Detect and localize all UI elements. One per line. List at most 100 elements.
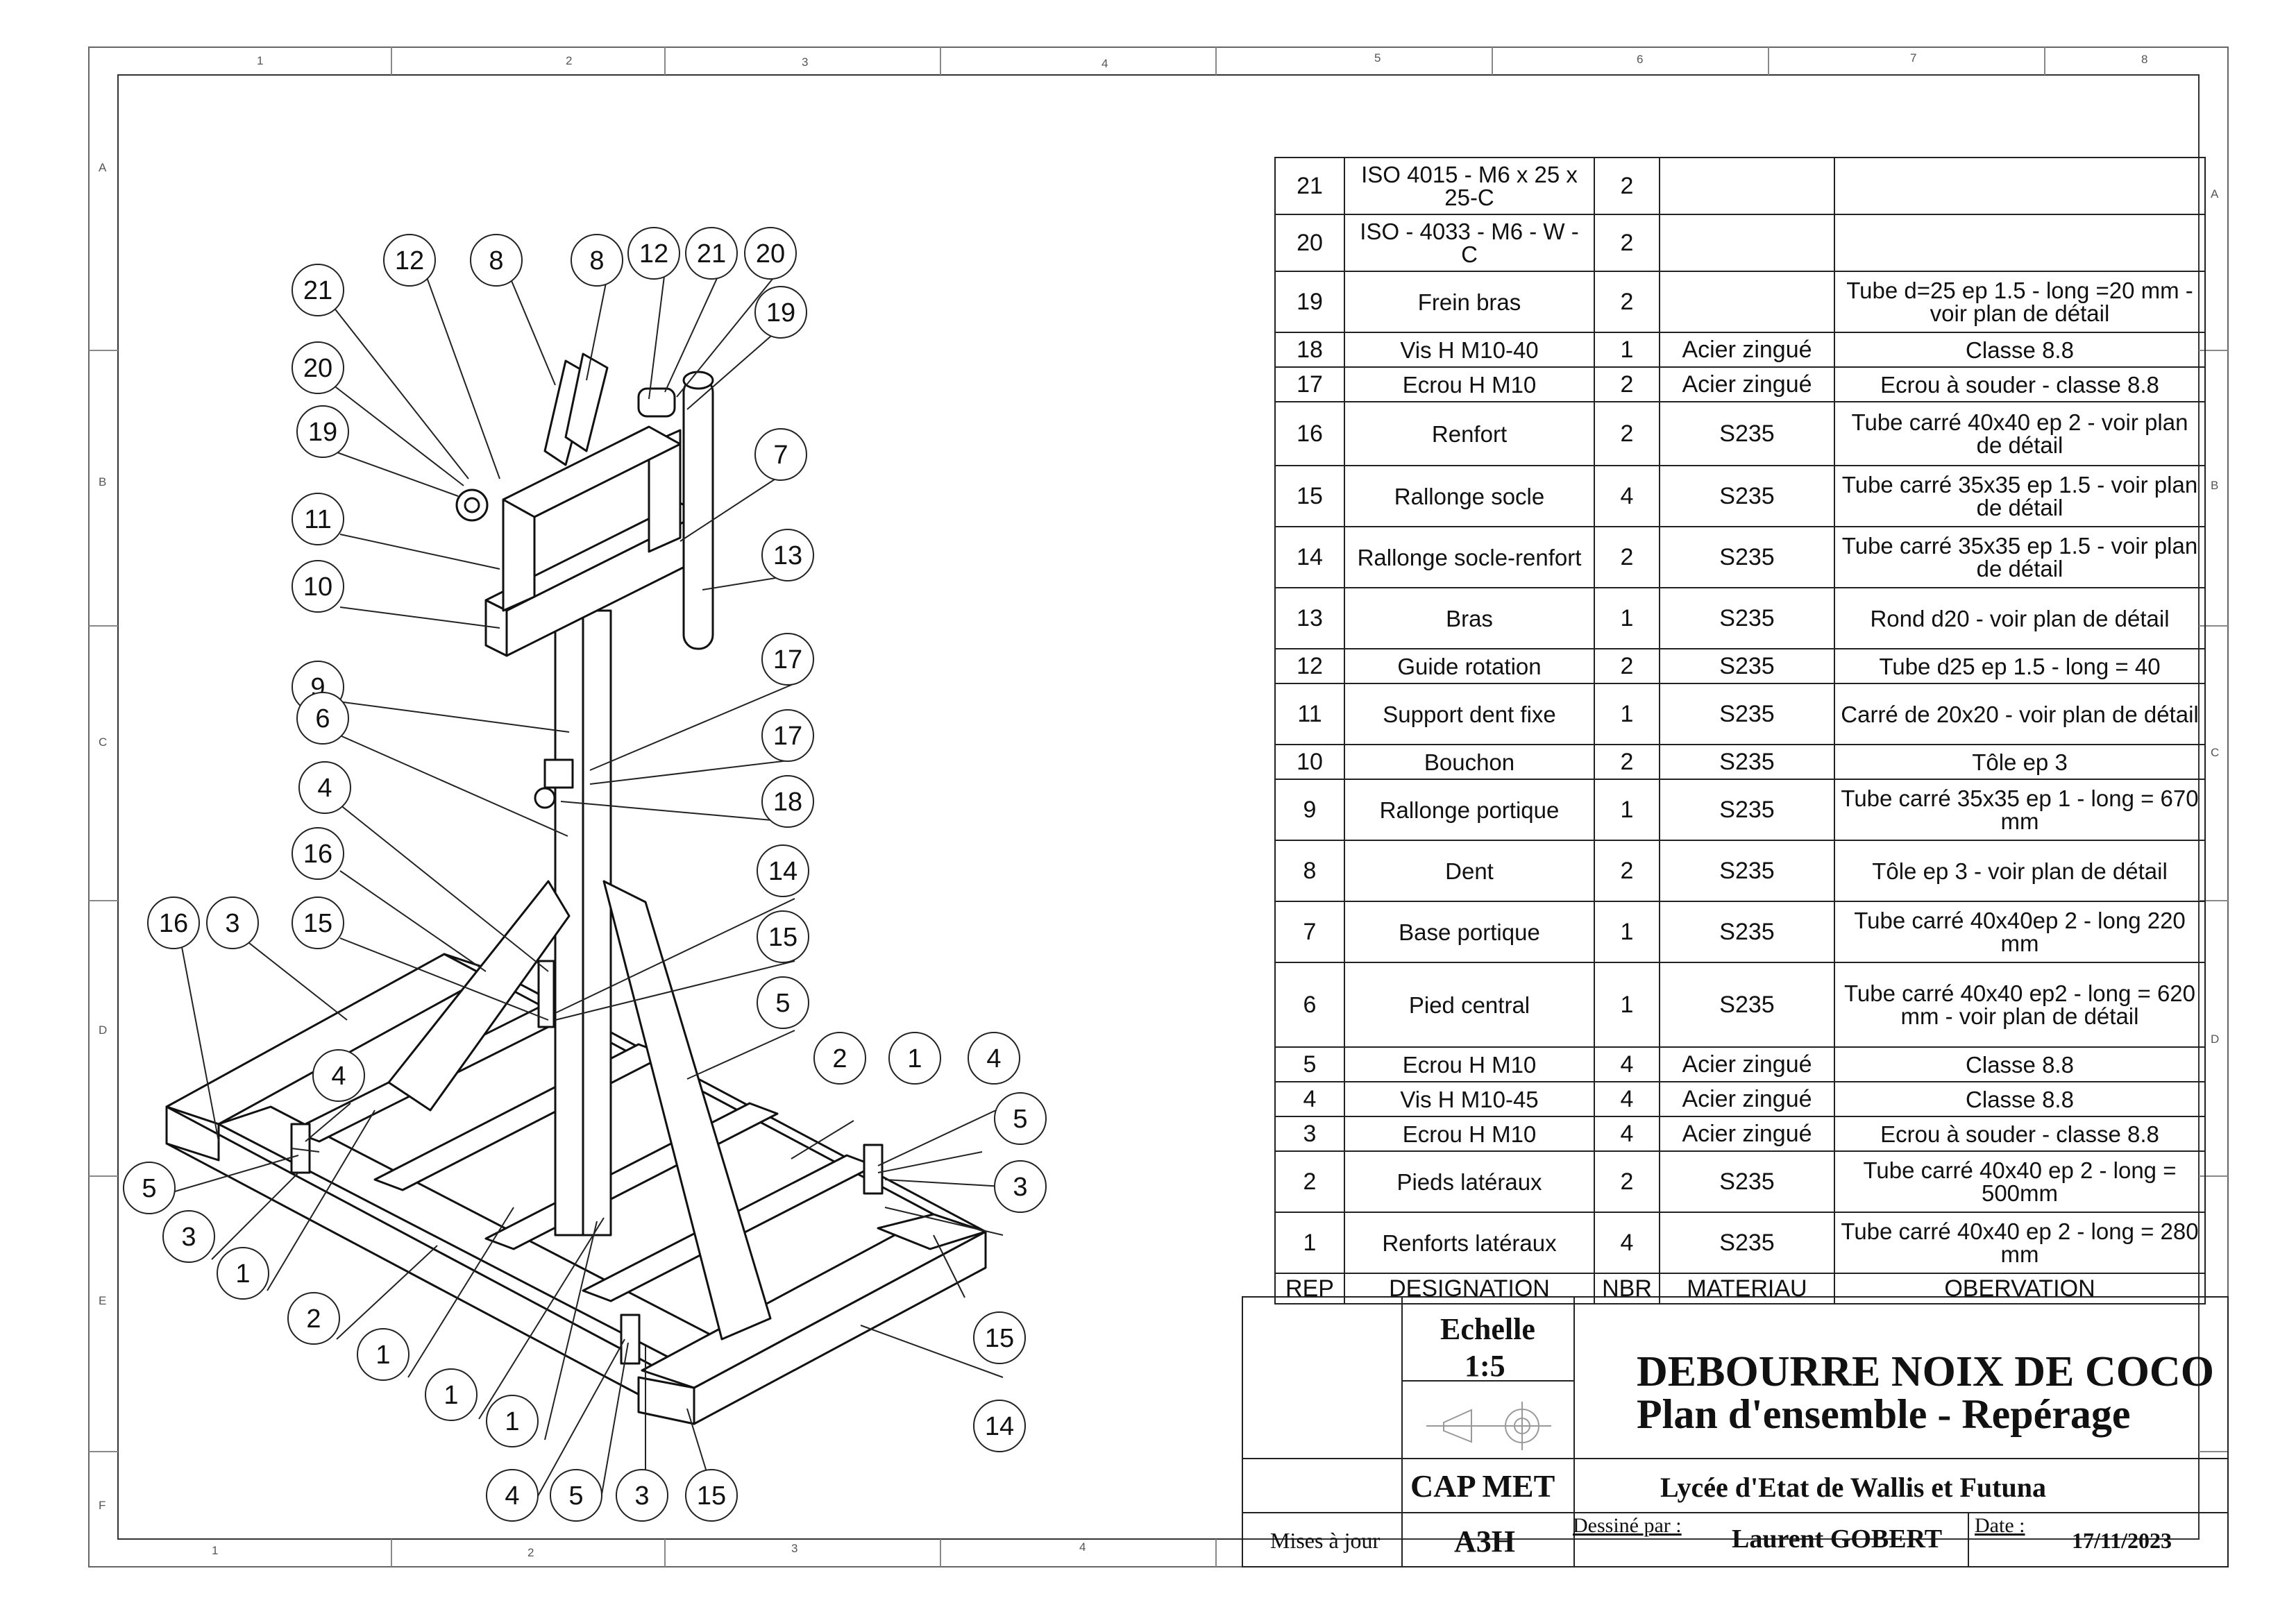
- designation-cell: Vis H M10-40: [1344, 332, 1595, 368]
- quantity-cell: 2: [1594, 214, 1660, 272]
- designation-cell: Support dent fixe: [1344, 683, 1595, 745]
- grid-col-4-bottom: 4: [1079, 1540, 1086, 1554]
- quantity-cell: 1: [1594, 683, 1660, 745]
- rep-cell: 3: [1274, 1116, 1345, 1152]
- observation-cell: Tube carré 40x40 ep 2 - long = 280 mm: [1834, 1212, 2206, 1274]
- bom-header-materiau: MATERIAU: [1659, 1273, 1835, 1305]
- designation-cell: Bouchon: [1344, 744, 1595, 780]
- grid-row-a: A: [99, 161, 107, 174]
- observation-cell: Tube carré 35x35 ep 1.5 - voir plan de d…: [1834, 465, 2206, 527]
- material-cell: S235: [1659, 401, 1835, 466]
- rep-cell: 21: [1274, 157, 1345, 215]
- quantity-cell: 4: [1594, 1116, 1660, 1152]
- material-cell: Acier zingué: [1659, 1081, 1835, 1117]
- designation-cell: Rallonge socle-renfort: [1344, 526, 1595, 588]
- observation-cell: [1834, 157, 2206, 215]
- bolt-right: [863, 1144, 884, 1195]
- designation-cell: Renfort: [1344, 401, 1595, 466]
- material-cell: [1659, 214, 1835, 272]
- designation-cell: Ecrou H M10: [1344, 366, 1595, 402]
- designation-cell: ISO - 4033 - M6 - W - C: [1344, 214, 1595, 272]
- material-cell: Acier zingué: [1659, 332, 1835, 368]
- quantity-cell: 4: [1594, 465, 1660, 527]
- observation-cell: Ecrou à souder - classe 8.8: [1834, 1116, 2206, 1152]
- quantity-cell: 4: [1594, 1212, 1660, 1274]
- quantity-cell: 2: [1594, 401, 1660, 466]
- rep-cell: 18: [1274, 332, 1345, 368]
- observation-cell: Tube carré 40x40 ep 2 - voir plan de dét…: [1834, 401, 2206, 466]
- drawn-by-label: Dessiné par :: [1573, 1514, 1682, 1537]
- grid-col-1: 1: [257, 54, 264, 67]
- grid-row-d-right: D: [2211, 1033, 2220, 1046]
- observation-cell: Ecrou à souder - classe 8.8: [1834, 366, 2206, 402]
- rep-cell: 13: [1274, 587, 1345, 649]
- guide-ring-left-inner: [464, 497, 480, 513]
- rep-cell: 12: [1274, 648, 1345, 684]
- material-cell: [1659, 157, 1835, 215]
- designation-cell: Rallonge portique: [1344, 779, 1595, 841]
- observation-cell: Classe 8.8: [1834, 1046, 2206, 1082]
- material-cell: S235: [1659, 1212, 1835, 1274]
- rep-cell: 5: [1274, 1046, 1345, 1082]
- rep-cell: 19: [1274, 271, 1345, 333]
- quantity-cell: 2: [1594, 157, 1660, 215]
- designation-cell: Vis H M10-45: [1344, 1081, 1595, 1117]
- observation-cell: Tôle ep 3: [1834, 744, 2206, 780]
- grid-row-e: E: [99, 1294, 107, 1307]
- assembly-drawing: [165, 352, 987, 1425]
- cap-label: CAP MET: [1410, 1468, 1555, 1504]
- rep-cell: 17: [1274, 366, 1345, 402]
- grid-row-d: D: [99, 1023, 108, 1037]
- designation-cell: Pied central: [1344, 962, 1595, 1048]
- rep-cell: 4: [1274, 1081, 1345, 1117]
- observation-cell: Tube d25 ep 1.5 - long = 40: [1834, 648, 2206, 684]
- material-cell: Acier zingué: [1659, 1116, 1835, 1152]
- quantity-cell: 4: [1594, 1046, 1660, 1082]
- observation-cell: Tube carré 35x35 ep 1.5 - voir plan de d…: [1834, 526, 2206, 588]
- material-cell: Acier zingué: [1659, 366, 1835, 402]
- designation-cell: ISO 4015 - M6 x 25 x 25-C: [1344, 157, 1595, 215]
- school-name: Lycée d'Etat de Wallis et Futuna: [1660, 1472, 2046, 1503]
- material-cell: Acier zingué: [1659, 1046, 1835, 1082]
- bom-header-rep: REP: [1274, 1273, 1345, 1305]
- rep-cell: 11: [1274, 683, 1345, 745]
- grid-col-8: 8: [2141, 53, 2148, 66]
- quantity-cell: 1: [1594, 779, 1660, 841]
- arm-end: [682, 371, 714, 390]
- observation-cell: Tube carré 40x40ep 2 - long 220 mm: [1834, 901, 2206, 963]
- bolt-left-rail: [537, 960, 555, 1028]
- quantity-cell: 2: [1594, 840, 1660, 902]
- observation-cell: Classe 8.8: [1834, 1081, 2206, 1117]
- observation-cell: Rond d20 - voir plan de détail: [1834, 587, 2206, 649]
- quantity-cell: 1: [1594, 901, 1660, 963]
- extension-front: [637, 1376, 695, 1425]
- rep-cell: 15: [1274, 465, 1345, 527]
- designation-cell: Dent: [1344, 840, 1595, 902]
- leader-lines: [162, 260, 1004, 1503]
- date-label: Date :: [1975, 1514, 2025, 1537]
- grid-col-1-bottom: 1: [212, 1544, 219, 1557]
- grid-row-c: C: [99, 736, 108, 749]
- grid-col-3-bottom: 3: [791, 1542, 798, 1555]
- observation-cell: Tôle ep 3 - voir plan de détail: [1834, 840, 2206, 902]
- drawing-date: 17/11/2023: [2072, 1528, 2172, 1553]
- material-cell: S235: [1659, 901, 1835, 963]
- bom-header-designation: DESIGNATION: [1344, 1273, 1595, 1305]
- grid-col-2: 2: [566, 54, 573, 67]
- author-name: Laurent GOBERT: [1732, 1524, 1943, 1554]
- quantity-cell: 2: [1594, 526, 1660, 588]
- rep-cell: 1: [1274, 1212, 1345, 1274]
- scale-label: Echelle: [1440, 1312, 1535, 1346]
- rep-cell: 6: [1274, 962, 1345, 1048]
- grid-col-5: 5: [1374, 51, 1381, 65]
- observation-cell: Tube carré 40x40 ep 2 - long = 500mm: [1834, 1150, 2206, 1213]
